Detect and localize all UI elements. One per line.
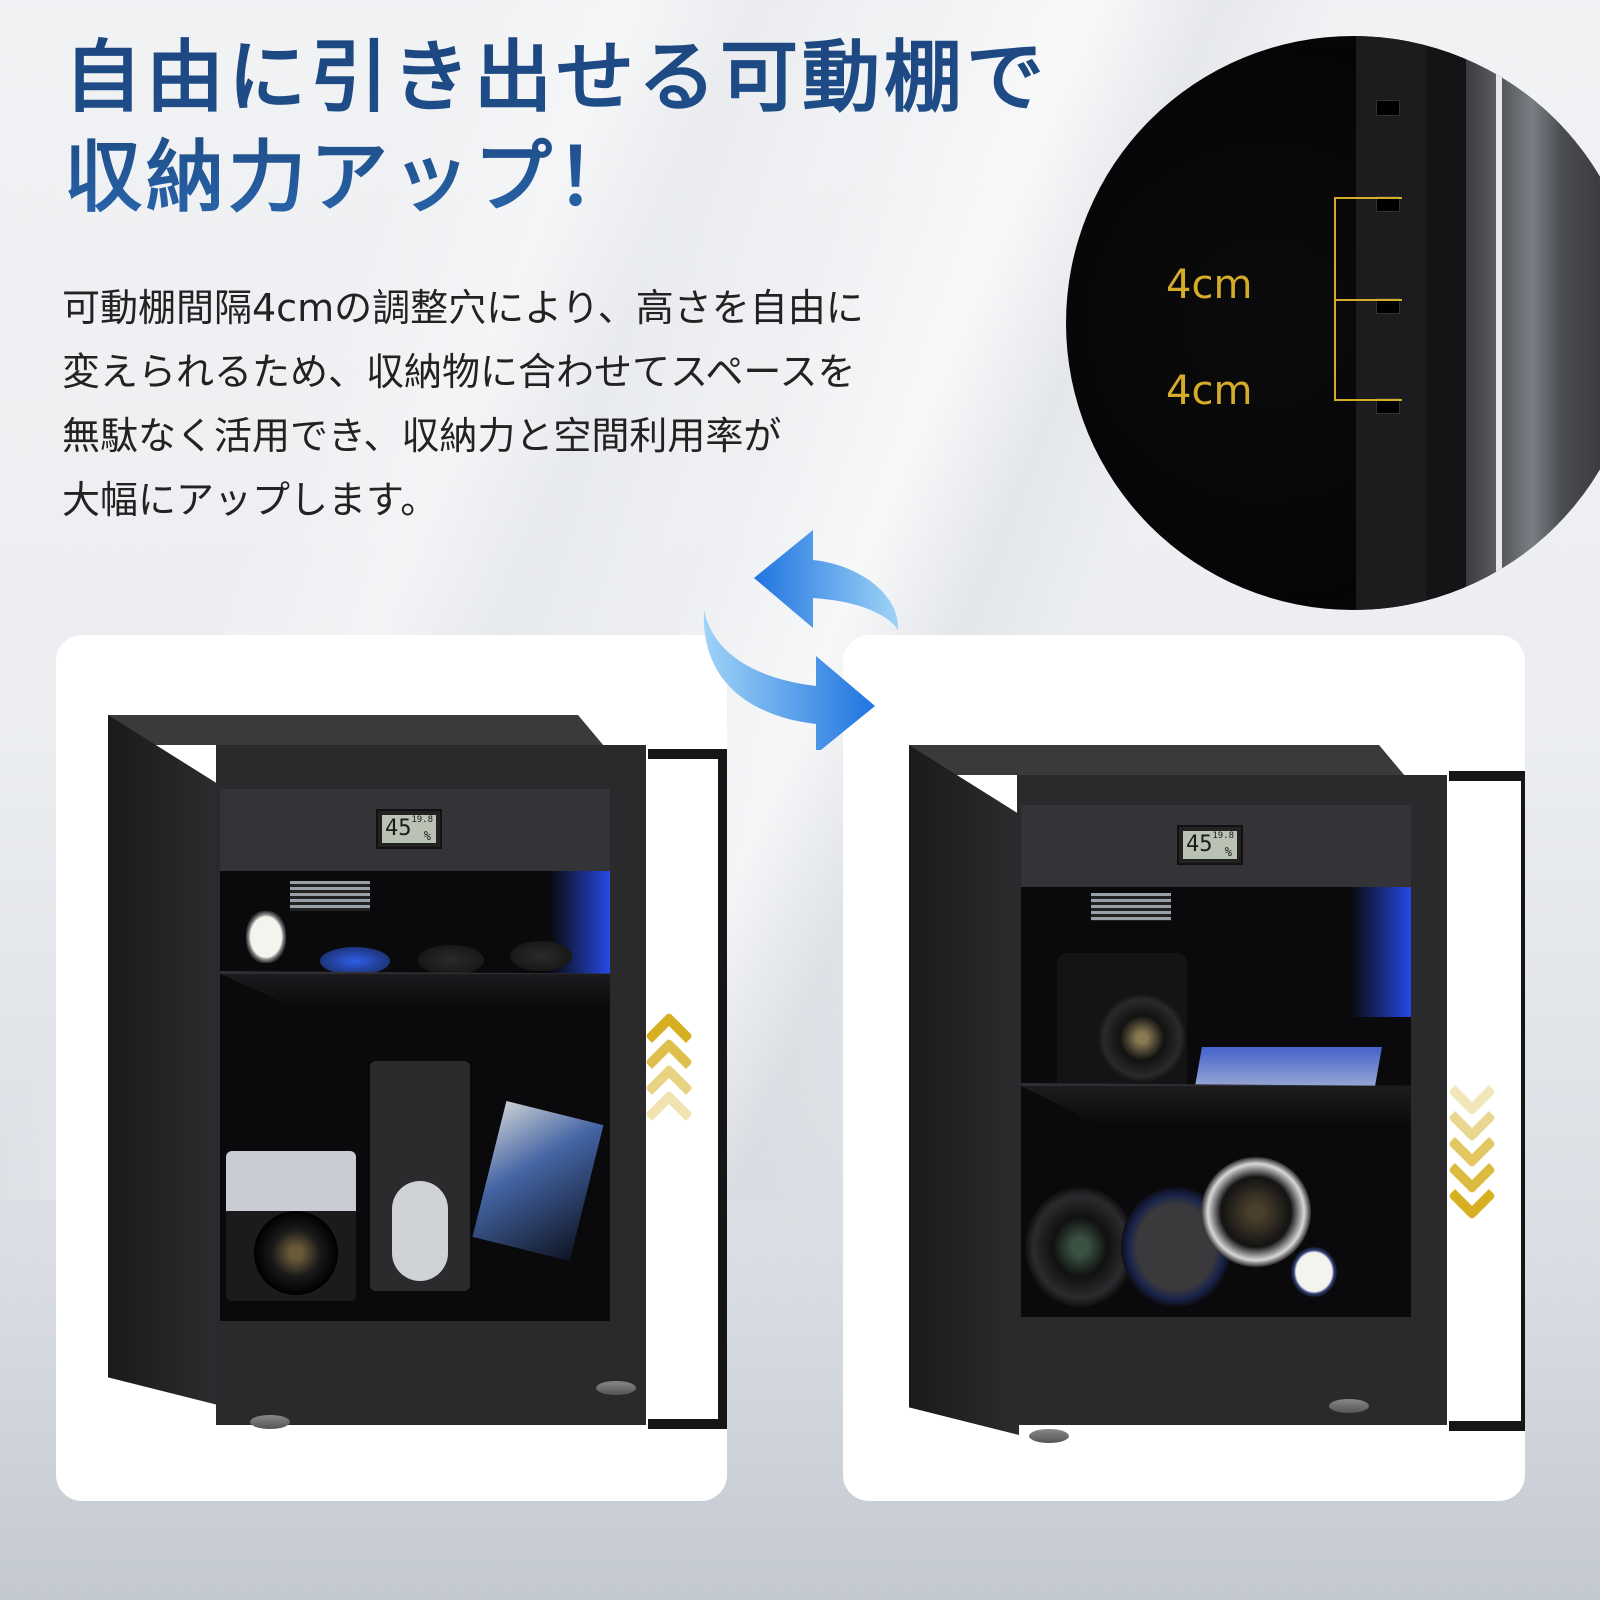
headline-line-2: 収納力アップ！ [64, 132, 639, 223]
dslr-camera [1057, 953, 1187, 1093]
measurement-bracket [1334, 197, 1336, 400]
hygrometer-display: 45 19.8 % [376, 809, 442, 849]
adjustment-hole [1376, 398, 1400, 414]
pocket-hygrometer [1291, 1247, 1337, 1297]
cabinet-foot [1329, 1399, 1369, 1413]
cabinet-card-shelf-up: 45 19.8 % [56, 635, 727, 1501]
humidity-unit: % [1224, 845, 1232, 859]
cabinet-card-shelf-down: 45 19.8 % [843, 635, 1525, 1501]
humidity-value: 45 [385, 816, 412, 841]
measurement-label: 4cm [1166, 368, 1253, 414]
camera-lens-plate [392, 1181, 448, 1281]
humidity-unit: % [423, 829, 431, 843]
dry-cabinet: 45 19.8 % [108, 715, 727, 1475]
camera-lens [254, 1211, 338, 1295]
hygrometer-screen: 45 19.8 % [382, 815, 436, 843]
description-line: 可動棚間隔4cmの調整穴により、高さを自由に [62, 286, 864, 330]
lens-cap [510, 941, 572, 971]
shelf-direction-indicator [644, 1011, 694, 1165]
chevron-down-icon [1447, 1171, 1497, 1221]
temperature-value: 19.8 [411, 815, 433, 825]
telephoto-lens [1201, 1157, 1311, 1267]
hygrometer-screen: 45 19.8 % [1183, 831, 1237, 859]
headline: 自由に引き出せる可動棚で 収納力アップ！ [64, 28, 1048, 228]
description: 可動棚間隔4cmの調整穴により、高さを自由に 変えられるため、収納物に合わせてス… [62, 276, 1022, 532]
cabinet-top [909, 745, 1405, 775]
dry-cabinet: 45 19.8 % [909, 745, 1525, 1485]
led-light [1351, 887, 1411, 1017]
lens-filter [320, 947, 390, 975]
door-frame [1466, 36, 1496, 610]
chevron-up-icon [644, 1089, 694, 1139]
dehumidifier-unit [1091, 893, 1171, 921]
adjustment-hole [1376, 298, 1400, 314]
cd-case [472, 1100, 604, 1262]
dehumidifier-unit [290, 881, 370, 911]
adjustment-holes-detail-view: 4cm 4cm [1066, 36, 1600, 610]
cabinet-side [909, 745, 1019, 1435]
arrow-right-icon [703, 610, 875, 750]
cabinet-header-panel: 45 19.8 % [1021, 805, 1411, 887]
cabinet-foot [250, 1415, 290, 1429]
shelf-direction-indicator [1447, 1067, 1497, 1235]
twin-lens-reflex-camera [370, 1061, 470, 1291]
side-rail-panel [1356, 36, 1426, 610]
rail-edge [1426, 36, 1466, 610]
description-line: 無駄なく活用でき、収納力と空間利用率が [62, 414, 782, 458]
description-line: 大幅にアップします。 [62, 478, 439, 522]
lens-cap [418, 945, 484, 975]
cabinet-glass-door[interactable] [648, 749, 727, 1429]
cabinet-glass-door[interactable] [1449, 771, 1525, 1431]
slr-film-camera [226, 1151, 356, 1301]
cabinet-foot [1029, 1429, 1069, 1443]
measurement-tick [1334, 299, 1402, 301]
hygrometer-display: 45 19.8 % [1177, 825, 1243, 865]
cabinet-interior [220, 871, 610, 1321]
cabinet-interior [1021, 887, 1411, 1317]
cabinet-side [108, 715, 218, 1405]
camera-lens [1097, 993, 1187, 1083]
measurement-tick [1334, 197, 1402, 199]
cabinet-top [108, 715, 604, 745]
cabinet-foot [596, 1381, 636, 1395]
sliding-shelf[interactable] [1021, 1083, 1411, 1124]
pocket-hygrometer [246, 911, 286, 963]
cabinet-header-panel: 45 19.8 % [220, 789, 610, 871]
zoom-lens [1025, 1187, 1135, 1307]
door-frame [1562, 36, 1600, 610]
measurement-tick [1334, 399, 1402, 401]
description-line: 変えられるため、収納物に合わせてスペースを [62, 350, 856, 394]
measurement-label: 4cm [1166, 262, 1253, 308]
swap-arrows-icon [703, 530, 899, 750]
headline-line-1: 自由に引き出せる可動棚で [64, 32, 1049, 123]
sliding-shelf[interactable] [220, 971, 610, 1008]
humidity-value: 45 [1186, 832, 1213, 857]
door-frame [1502, 36, 1562, 610]
arrow-left-icon [754, 530, 899, 630]
adjustment-hole [1376, 100, 1400, 116]
adjustment-hole [1376, 196, 1400, 212]
temperature-value: 19.8 [1212, 831, 1234, 841]
door-frame-highlight [1496, 36, 1502, 610]
